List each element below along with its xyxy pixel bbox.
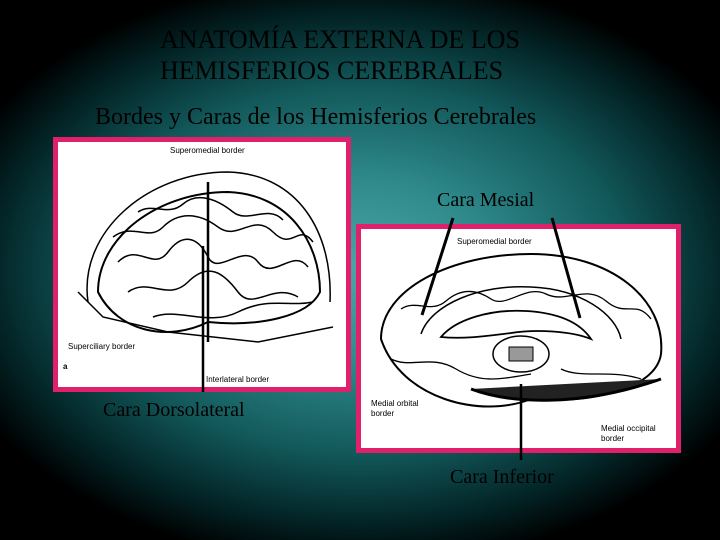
- title-line-1: ANATOMÍA EXTERNA DE LOS: [160, 25, 520, 54]
- medial-occipital-border-label: Medial occipital border: [601, 424, 656, 443]
- title-line-2: HEMISFERIOS CEREBRALES: [160, 56, 504, 85]
- panel-letter: a: [63, 362, 68, 371]
- lateral-brain-drawing: [77, 171, 334, 343]
- label-cara-dorsolateral: Cara Dorsolateral: [103, 399, 245, 421]
- medial-superomedial-border-label: Superomedial border: [457, 237, 532, 246]
- medial-brain-figure: Superomedial border Medial orbital borde…: [356, 224, 681, 453]
- interlateral-border-label: Interlateral border: [206, 375, 270, 384]
- lateral-brain-figure: Superomedial border Superciliary border …: [53, 137, 351, 392]
- slide-title: ANATOMÍA EXTERNA DE LOS HEMISFERIOS CERE…: [160, 24, 600, 86]
- label-cara-mesial: Cara Mesial: [437, 189, 535, 211]
- medial-orbital-border-label: Medial orbital border: [371, 399, 419, 418]
- slide-subtitle: Bordes y Caras de los Hemisferios Cerebr…: [95, 104, 537, 130]
- superomedial-border-label: Superomedial border: [170, 146, 245, 155]
- label-cara-inferior: Cara Inferior: [450, 466, 554, 488]
- superciliary-border-label: Superciliary border: [68, 342, 136, 351]
